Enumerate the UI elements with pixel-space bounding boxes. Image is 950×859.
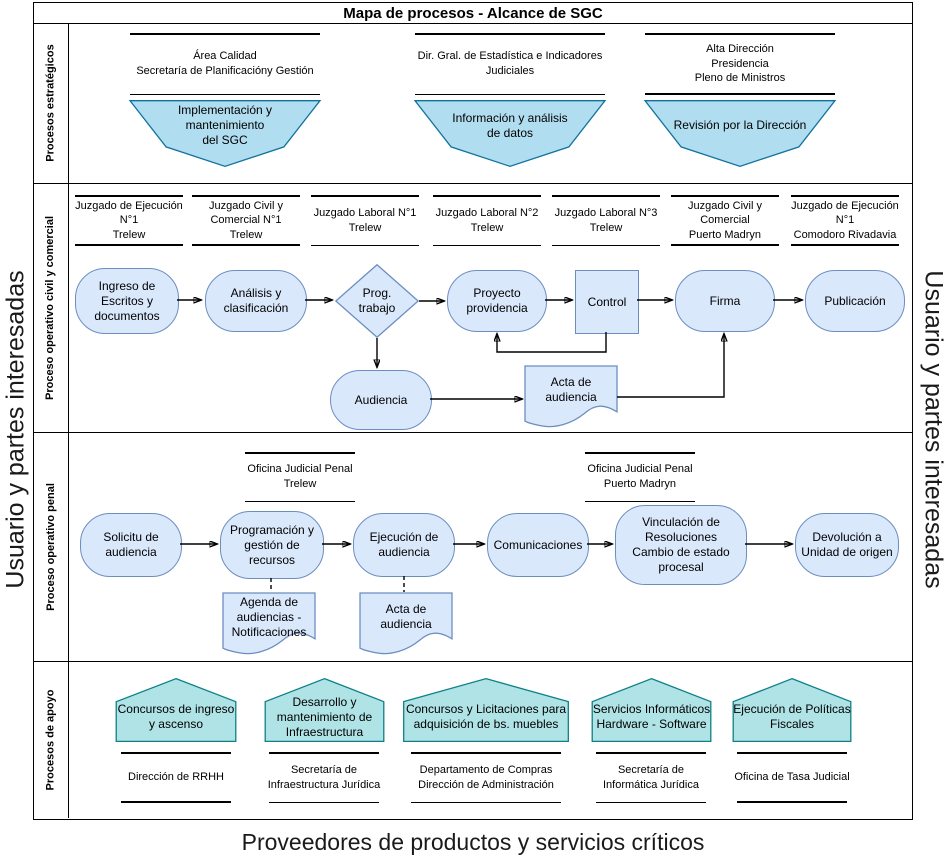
actor-juzgado-laboral-1: Juzgado Laboral N°1 Trelew <box>295 195 435 246</box>
actor-dir-estadistica: Dir. Gral. de Estadística e Indicadores … <box>380 33 640 95</box>
right-stakeholders-text: Usuario y partes interesadas <box>919 270 948 589</box>
actor-juzgado-ejecucion-1-trelew: Juzgado de Ejecución N°1 Trelew <box>59 195 199 246</box>
rule-line <box>737 801 847 803</box>
rule-line <box>433 244 541 246</box>
rule-line <box>791 195 899 197</box>
rule-line <box>121 752 231 754</box>
band-separator <box>33 661 912 662</box>
providers-caption: Proveedores de productos y servicios crí… <box>241 829 705 855</box>
rule-line <box>596 752 706 754</box>
left-stakeholders-text: Usuario y partes interesadas <box>1 270 30 589</box>
band-separator <box>33 432 912 433</box>
rule-line <box>671 195 779 197</box>
rule-line <box>433 195 541 197</box>
actor-alta-direccion: Alta Dirección Presidencia Pleno de Mini… <box>610 33 870 95</box>
actor-departamento-compras: Departamento de Compras Dirección de Adm… <box>391 752 581 803</box>
actor-direccion-rrhh: Dirección de RRHH <box>96 752 256 803</box>
rule-line <box>645 93 835 95</box>
rule-line <box>671 244 779 246</box>
actor-juzgado-civil-madryn: Juzgado Civil y Comercial Puerto Madryn <box>655 195 795 246</box>
process-servicios-informaticos: Servicios Informáticos Hardware - Softwa… <box>591 678 712 742</box>
band-label-apoyo: Procesos de apoyo <box>44 689 57 790</box>
rule-line <box>415 93 605 95</box>
rule-line <box>75 244 183 246</box>
rule-line <box>311 195 419 197</box>
band-label-penal: Proceso operativo penal <box>44 482 57 611</box>
node-prog-trabajo: Prog. trabajo <box>335 264 419 338</box>
node-solicitud-audiencia: Solicitu de audiencia <box>80 513 182 577</box>
node-audiencia: Audiencia <box>330 370 432 430</box>
rule-line <box>791 244 899 246</box>
node-comunicaciones: Comunicaciones <box>487 513 589 577</box>
rule-line <box>192 244 300 246</box>
node-agenda-audiencias: Agenda de audiencias - Notificaciones <box>223 593 315 655</box>
rule-line <box>737 752 847 754</box>
rule-line <box>645 33 835 35</box>
node-programacion-recursos: Programación y gestión de recursos <box>220 511 324 579</box>
actor-juzgado-civil-1-trelew: Juzgado Civil y Comercial N°1 Trelew <box>176 195 316 246</box>
rule-line <box>411 752 561 754</box>
actor-oficina-tasa-judicial: Oficina de Tasa Judicial <box>712 752 872 803</box>
node-publicacion: Publicación <box>805 270 905 332</box>
left-stakeholders-label: Usuario y partes interesadas <box>0 0 32 859</box>
band-separator <box>33 183 912 184</box>
right-stakeholders-label: Usuario y partes interesadas <box>916 0 950 859</box>
actor-secretaria-infraestructura: Secretaría de Infraestructura Jurídica <box>244 752 404 803</box>
actor-juzgado-laboral-2: Juzgado Laboral N°2 Trelew <box>417 195 557 246</box>
actor-juzgado-laboral-3: Juzgado Laboral N°3 Trelew <box>536 195 676 246</box>
rule-line <box>121 801 231 803</box>
actor-oficina-penal-madryn: Oficina Judicial Penal Puerto Madryn <box>560 452 720 502</box>
rule-line <box>130 33 320 35</box>
rule-line <box>585 452 695 454</box>
process-informacion-datos: Información y análisis de datos <box>415 100 605 167</box>
node-firma: Firma <box>675 270 775 332</box>
node-ejecucion-audiencia: Ejecución de audiencia <box>353 513 455 577</box>
rule-line <box>411 801 561 803</box>
rule-line <box>596 801 706 803</box>
rule-line <box>311 244 419 246</box>
node-acta-audiencia-penal: Acta de audiencia <box>360 593 452 655</box>
node-control: Control <box>575 270 639 334</box>
process-desarrollo-infraestructura: Desarrollo y mantenimiento de Infraestru… <box>264 678 385 742</box>
node-vinculacion-resoluciones: Vinculación de Resoluciones Cambio de es… <box>615 505 747 585</box>
actor-juzgado-ejecucion-comodoro: Juzgado de Ejecución N°1 Comodoro Rivada… <box>775 195 915 246</box>
rule-line <box>75 195 183 197</box>
process-politicas-fiscales: Ejecución de Políticas Fiscales <box>732 678 852 742</box>
node-ingreso-escritos: Ingreso de Escritos y documentos <box>75 268 179 334</box>
node-devolucion-origen: Devolución a Unidad de origen <box>795 513 899 577</box>
rule-line <box>585 500 695 502</box>
actor-secretaria-informatica: Secretaría de Informática Jurídica <box>571 752 731 803</box>
process-concursos-licitaciones: Concursos y Licitaciones para adquisició… <box>402 678 570 742</box>
node-acta-audiencia-civil: Acta de audiencia <box>525 366 617 428</box>
rule-line <box>245 452 355 454</box>
rule-line <box>552 195 660 197</box>
label-column-separator <box>68 23 69 818</box>
rule-line <box>269 752 379 754</box>
process-implementacion-sgc: Implementación y mantenimiento del SGC <box>130 100 320 167</box>
rule-line <box>552 244 660 246</box>
process-revision-direccion: Revisión por la Dirección <box>645 100 835 167</box>
rule-line <box>269 801 379 803</box>
process-concursos-ingreso: Concursos de ingreso y ascenso <box>115 678 237 742</box>
node-analisis-clasificacion: Análisis y clasificación <box>205 270 307 332</box>
map-title: Mapa de procesos - Alcance de SGC <box>33 2 913 24</box>
node-proyecto-providencia: Proyecto providencia <box>447 270 547 332</box>
rule-line <box>130 93 320 95</box>
band-label-estrategicos: Procesos estratégicos <box>44 44 57 162</box>
rule-line <box>192 195 300 197</box>
rule-line <box>415 33 605 35</box>
rule-line <box>245 500 355 502</box>
actor-area-calidad: Área Calidad Secretaría de Planificación… <box>95 33 355 95</box>
actor-oficina-penal-trelew: Oficina Judicial Penal Trelew <box>220 452 380 502</box>
